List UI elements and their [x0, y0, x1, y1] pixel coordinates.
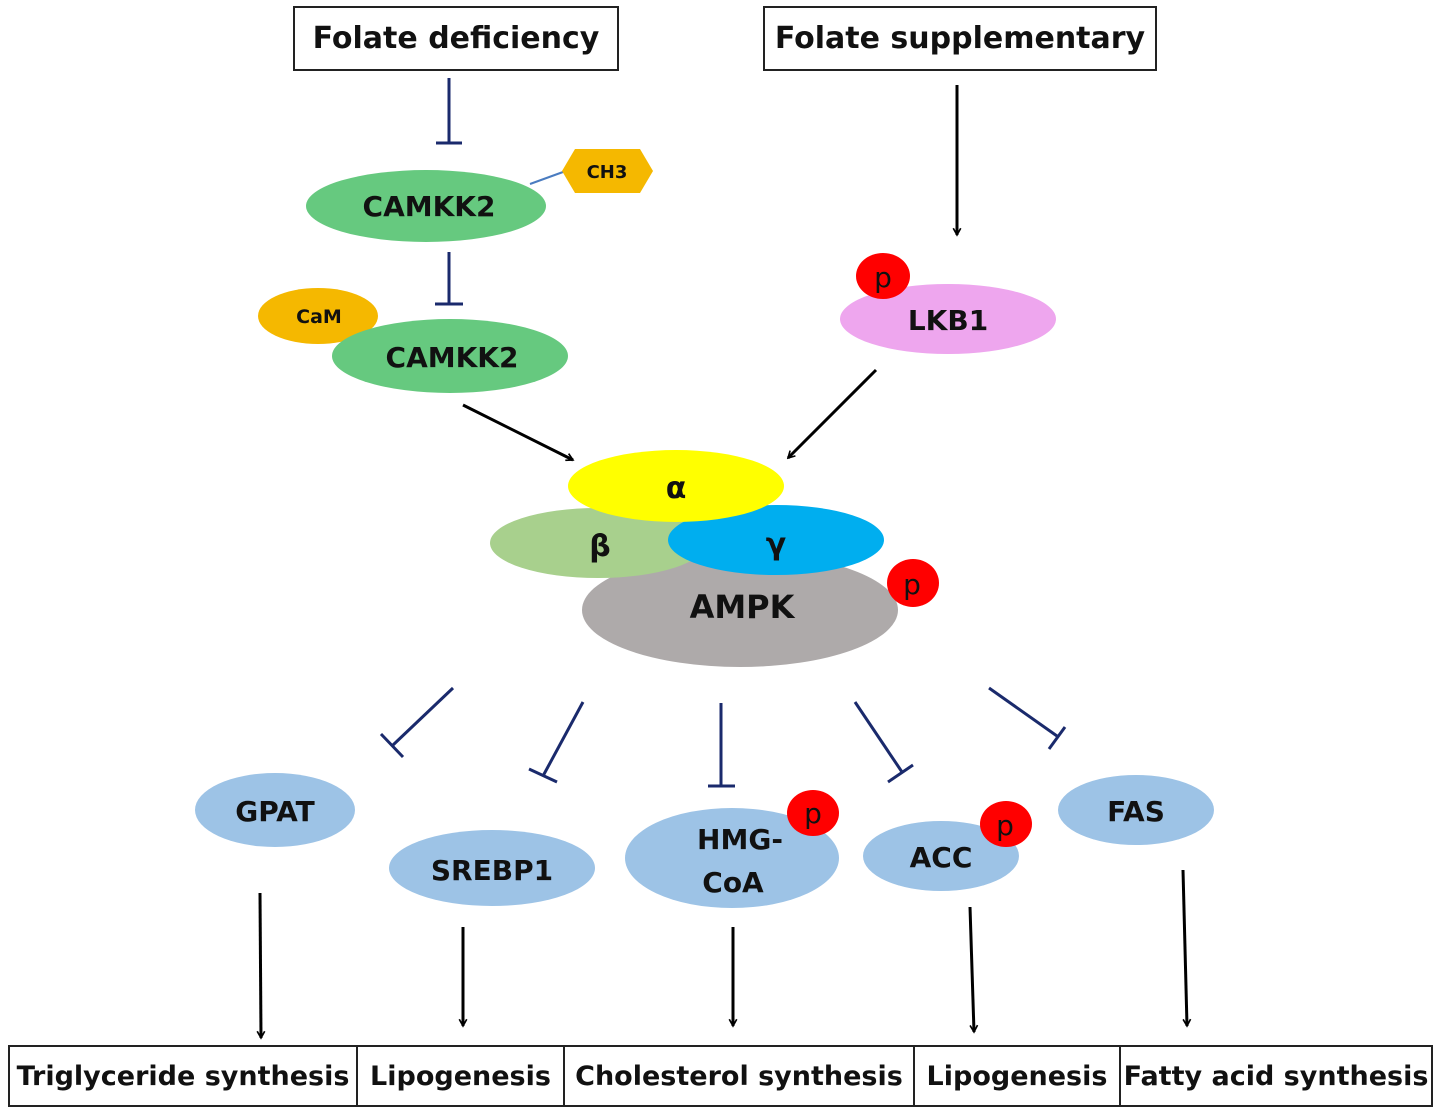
- fas-label: FAS: [1107, 795, 1165, 828]
- hmgcoa-phospho-marker: [787, 790, 839, 836]
- ampk-alpha-subunit: [568, 450, 784, 522]
- ch3-label: CH3: [587, 162, 628, 183]
- ampk-phospho-marker: [887, 559, 939, 607]
- ampk-beta-label: β: [589, 529, 610, 564]
- cam-node: [258, 288, 378, 344]
- outcome-cholesterol-synthesis: Cholesterol synthesis: [565, 1047, 915, 1105]
- methyl-bond: [529, 171, 564, 185]
- inhibit-ampk-hmgcoa: [708, 703, 735, 788]
- srebp1-label: SREBP1: [431, 854, 553, 887]
- outcome-lipogenesis-1: Lipogenesis: [358, 1047, 565, 1105]
- activate-fas-fatty-acid: [1181, 869, 1187, 1026]
- srebp1-node: [389, 830, 595, 906]
- activate-gpat-triglyceride: [260, 892, 261, 1038]
- ampk-label: AMPK: [690, 588, 796, 626]
- outcomes-table: Triglyceride synthesis Lipogenesis Chole…: [8, 1045, 1433, 1107]
- inhibit-camkk2-camkk2: [435, 252, 463, 306]
- hmgcoa-phospho-label: p: [804, 797, 822, 830]
- inhibit-ampk-gpat: [379, 686, 455, 759]
- activate-acc-lipogenesis: [968, 906, 974, 1032]
- folate-supplementary-box: Folate supplementary: [763, 6, 1157, 71]
- ampk-node: [582, 553, 898, 667]
- acc-label: ACC: [910, 841, 973, 874]
- ampk-alpha-label: α: [666, 471, 687, 506]
- activate-camkk2-ampk: [462, 403, 573, 462]
- camkk2-methylated-node: [306, 170, 546, 242]
- inhibit-ampk-acc: [853, 701, 914, 784]
- hmgcoa-label-line1: HMG-: [697, 823, 783, 856]
- inhibit-ampk-fas: [988, 686, 1067, 750]
- folate-deficiency-box: Folate deficiency: [293, 6, 619, 71]
- lkb1-phospho-label: p: [874, 261, 892, 294]
- acc-phospho-marker: [980, 801, 1032, 847]
- outcome-triglyceride-synthesis: Triglyceride synthesis: [10, 1047, 358, 1105]
- cam-label: CaM: [296, 306, 342, 328]
- gpat-node: [195, 773, 355, 847]
- camkk2-active-node: [332, 319, 568, 393]
- hmgcoa-label-line2: CoA: [702, 866, 764, 899]
- camkk2-methylated-label: CAMKK2: [363, 190, 496, 223]
- inhibit-ampk-srebp1: [528, 701, 585, 784]
- ampk-beta-subunit: [490, 508, 706, 578]
- lkb1-label: LKB1: [908, 304, 988, 337]
- acc-node: [863, 821, 1019, 891]
- lkb1-node: [840, 284, 1056, 354]
- camkk2-active-label: CAMKK2: [386, 341, 519, 374]
- folate-deficiency-label: Folate deficiency: [312, 21, 600, 56]
- outcome-fatty-acid-synthesis: Fatty acid synthesis: [1123, 1060, 1429, 1092]
- folate-supplementary-label: Folate supplementary: [774, 21, 1146, 56]
- outcome-lipogenesis-2: Lipogenesis: [915, 1047, 1121, 1105]
- ch3-hexagon: [562, 149, 653, 193]
- lkb1-phospho-marker: [856, 253, 910, 299]
- activate-lkb1-ampk: [788, 368, 878, 458]
- ampk-phospho-label: p: [903, 568, 921, 601]
- acc-phospho-label: p: [996, 809, 1014, 842]
- hmgcoa-node: [625, 808, 839, 908]
- ampk-gamma-label: γ: [766, 527, 786, 562]
- gpat-label: GPAT: [235, 795, 315, 828]
- fas-node: [1058, 775, 1214, 845]
- inhibit-deficiency-camkk2: [436, 78, 462, 145]
- ampk-gamma-subunit: [668, 505, 884, 575]
